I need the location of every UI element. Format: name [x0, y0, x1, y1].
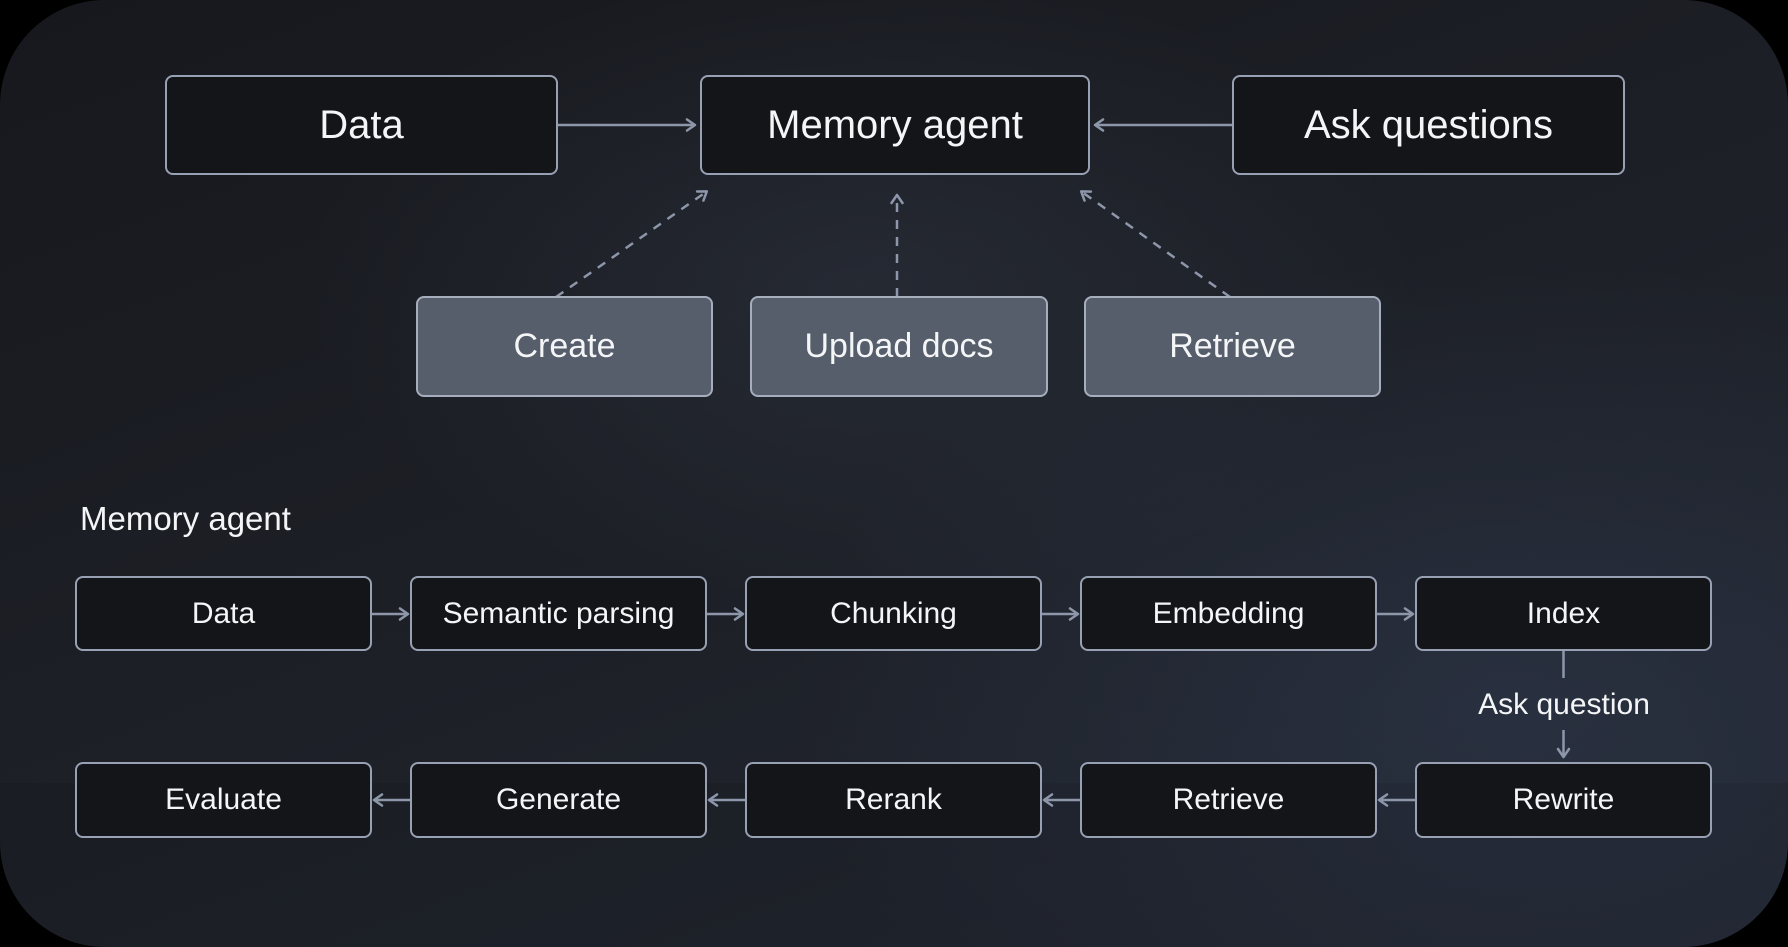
node-memory-agent: Memory agent — [700, 75, 1090, 175]
node-index: Index — [1415, 576, 1712, 651]
node-label: Data — [319, 102, 404, 147]
node-label: Rerank — [845, 783, 942, 816]
node-evaluate: Evaluate — [75, 762, 372, 838]
node-label: Chunking — [830, 596, 957, 630]
node-label: Memory agent — [767, 102, 1023, 147]
node-label: Semantic parsing — [442, 596, 675, 630]
node-upload-docs: Upload docs — [750, 296, 1048, 397]
node-label: Retrieve — [1172, 783, 1285, 816]
node-data-source: Data — [165, 75, 558, 175]
node-label: Ask questions — [1303, 102, 1554, 147]
node-label: Retrieve — [1169, 327, 1296, 365]
edge-retrieve-to-memory-agent — [1079, 190, 1231, 299]
node-label: Upload docs — [804, 327, 994, 365]
node-data: Data — [75, 576, 372, 651]
node-chunking: Chunking — [745, 576, 1042, 651]
node-generate: Generate — [410, 762, 707, 838]
node-label: Evaluate — [165, 783, 282, 816]
node-embedding: Embedding — [1080, 576, 1377, 651]
node-create: Create — [416, 296, 713, 397]
node-label: Rewrite — [1512, 783, 1615, 816]
node-label: Index — [1526, 596, 1601, 630]
edge-create-to-memory-agent — [555, 190, 709, 299]
node-retrieve-action: Retrieve — [1084, 296, 1381, 397]
node-label: Generate — [495, 783, 622, 816]
section-title-memory-agent: Memory agent — [80, 500, 291, 537]
node-label: Embedding — [1152, 596, 1305, 630]
node-label: Data — [191, 596, 256, 630]
node-ask-questions: Ask questions — [1232, 75, 1625, 175]
node-semantic-parsing: Semantic parsing — [410, 576, 707, 651]
node-rerank: Rerank — [745, 762, 1042, 838]
node-label: Create — [513, 327, 616, 365]
node-retrieve: Retrieve — [1080, 762, 1377, 838]
edge-label-ask-question: Ask question — [1478, 688, 1650, 721]
node-rewrite: Rewrite — [1415, 762, 1712, 838]
